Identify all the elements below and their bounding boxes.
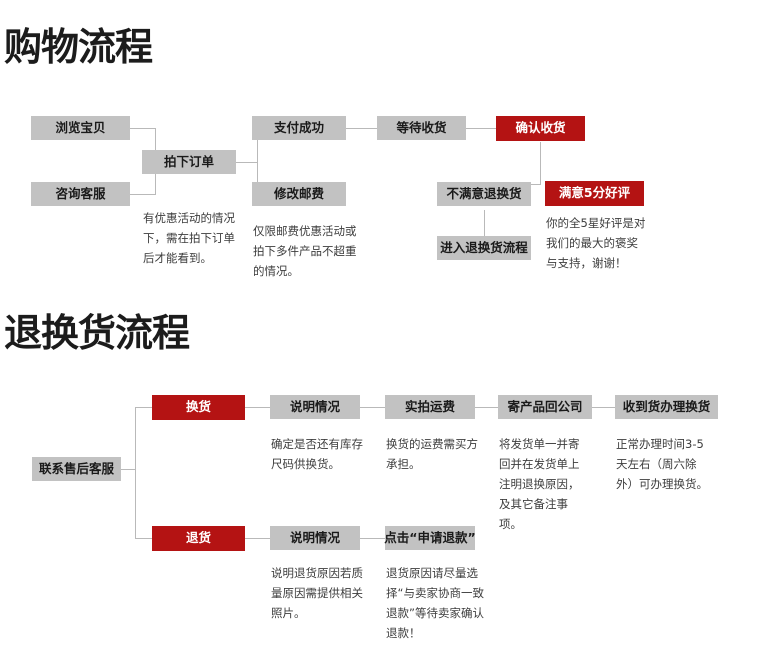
connector-refund-explain-to-click <box>360 538 385 539</box>
box-modify-shipping-fee[interactable]: 修改邮费 <box>252 182 346 206</box>
box-satisfied-five-star-review[interactable]: 满意5分好评 <box>545 181 644 206</box>
caption-return-explain-situation: 说明退货原因若质量原因需提供相关照片。 <box>271 566 363 620</box>
box-exchange-goods[interactable]: 换货 <box>152 395 245 420</box>
connector-split-to-exchange <box>135 407 152 408</box>
caption-click-apply-refund: 退货原因请尽量选择“与卖家协商一致退款”等待卖家确认退款！ <box>386 566 484 640</box>
box-enter-return-flow[interactable]: 进入退换货流程 <box>437 236 531 260</box>
connector-browse-to-order <box>130 128 155 129</box>
connector-order-to-branch <box>236 162 258 163</box>
box-received-goods-process-exchange[interactable]: 收到货办理换货 <box>615 395 718 419</box>
box-click-apply-refund[interactable]: 点击“申请退款” <box>384 526 476 550</box>
connector-sendback-to-received <box>592 407 615 408</box>
connector-wait-to-confirm <box>466 128 496 129</box>
box-confirm-receipt[interactable]: 确认收货 <box>496 116 585 141</box>
connector-split-to-refund <box>135 538 152 539</box>
caption-exchange-explain-situation: 确定是否还有库存尺码供换货。 <box>271 437 363 471</box>
caption-received-goods-process-exchange: 正常办理时间3-5天左右（周六除外）可办理换货。 <box>616 437 708 491</box>
box-actual-shipping-fee[interactable]: 实拍运费 <box>385 395 475 419</box>
caption-modify-shipping-fee: 仅限邮费优惠活动或拍下多件产品不超重的情况。 <box>253 224 357 278</box>
box-unsatisfied-return[interactable]: 不满意退换货 <box>437 182 531 206</box>
connector-exchange-to-explain <box>245 407 270 408</box>
section-title-return-exchange-process: 退换货流程 <box>4 311 190 355</box>
connector-explain-to-shipping <box>360 407 385 408</box>
caption-satisfied-review: 你的全5星好评是对我们的最大的褒奖与支持，谢谢！ <box>546 216 646 270</box>
box-consult-service[interactable]: 咨询客服 <box>31 182 130 206</box>
connector-refund-to-explain <box>245 538 270 539</box>
caption-send-product-back: 将发货单一并寄回并在发货单上注明退换原因，及其它备注事项。 <box>499 437 580 531</box>
box-return-goods[interactable]: 退货 <box>152 526 245 551</box>
box-exchange-explain-situation[interactable]: 说明情况 <box>270 395 360 419</box>
box-send-product-back-to-company[interactable]: 寄产品回公司 <box>498 395 592 419</box>
connector-consult-to-order <box>130 194 155 195</box>
caption-actual-shipping-fee: 换货的运费需买方承担。 <box>386 437 478 471</box>
box-browse-product[interactable]: 浏览宝贝 <box>31 116 130 140</box>
caption-place-order: 有优惠活动的情况下，需在拍下订单后才能看到。 <box>143 211 235 265</box>
connector-order-branch-vertical <box>257 128 258 195</box>
box-payment-success[interactable]: 支付成功 <box>252 116 346 140</box>
connector-contact-to-split <box>121 469 136 470</box>
connector-unsatisfied-to-flow <box>484 210 485 240</box>
connector-split-vertical <box>135 407 136 538</box>
box-return-explain-situation[interactable]: 说明情况 <box>270 526 360 550</box>
section-title-shopping-process: 购物流程 <box>4 25 153 69</box>
box-wait-for-delivery[interactable]: 等待收货 <box>377 116 466 140</box>
box-place-order[interactable]: 拍下订单 <box>142 150 236 174</box>
connector-shipping-to-sendback <box>475 407 498 408</box>
connector-confirm-down <box>540 142 541 184</box>
box-contact-after-sales-service[interactable]: 联系售后客服 <box>32 457 121 481</box>
connector-pay-to-wait <box>345 128 377 129</box>
